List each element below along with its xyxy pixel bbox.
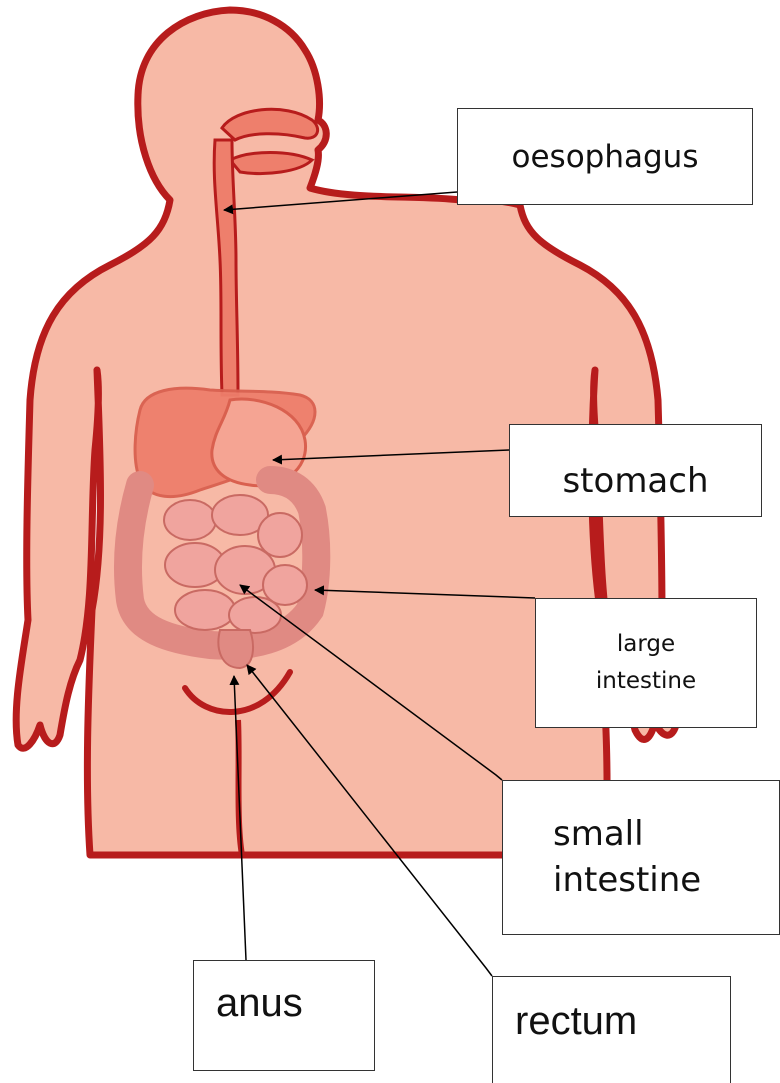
label-large-intestine-line1: large — [596, 626, 696, 663]
label-anus-text: anus — [216, 981, 303, 1026]
label-small-intestine-line1: small — [553, 812, 701, 858]
label-stomach-text: stomach — [562, 461, 708, 501]
label-stomach: stomach — [509, 424, 762, 517]
label-small-intestine-line2: intestine — [553, 858, 701, 904]
label-large-intestine: large intestine — [535, 598, 757, 728]
label-rectum: rectum — [492, 976, 731, 1083]
label-oesophagus: oesophagus — [457, 108, 753, 205]
label-rectum-text: rectum — [515, 999, 637, 1044]
label-small-intestine: small intestine — [502, 780, 780, 935]
label-large-intestine-line2: intestine — [596, 663, 696, 700]
label-oesophagus-text: oesophagus — [512, 139, 699, 175]
label-anus: anus — [193, 960, 375, 1071]
